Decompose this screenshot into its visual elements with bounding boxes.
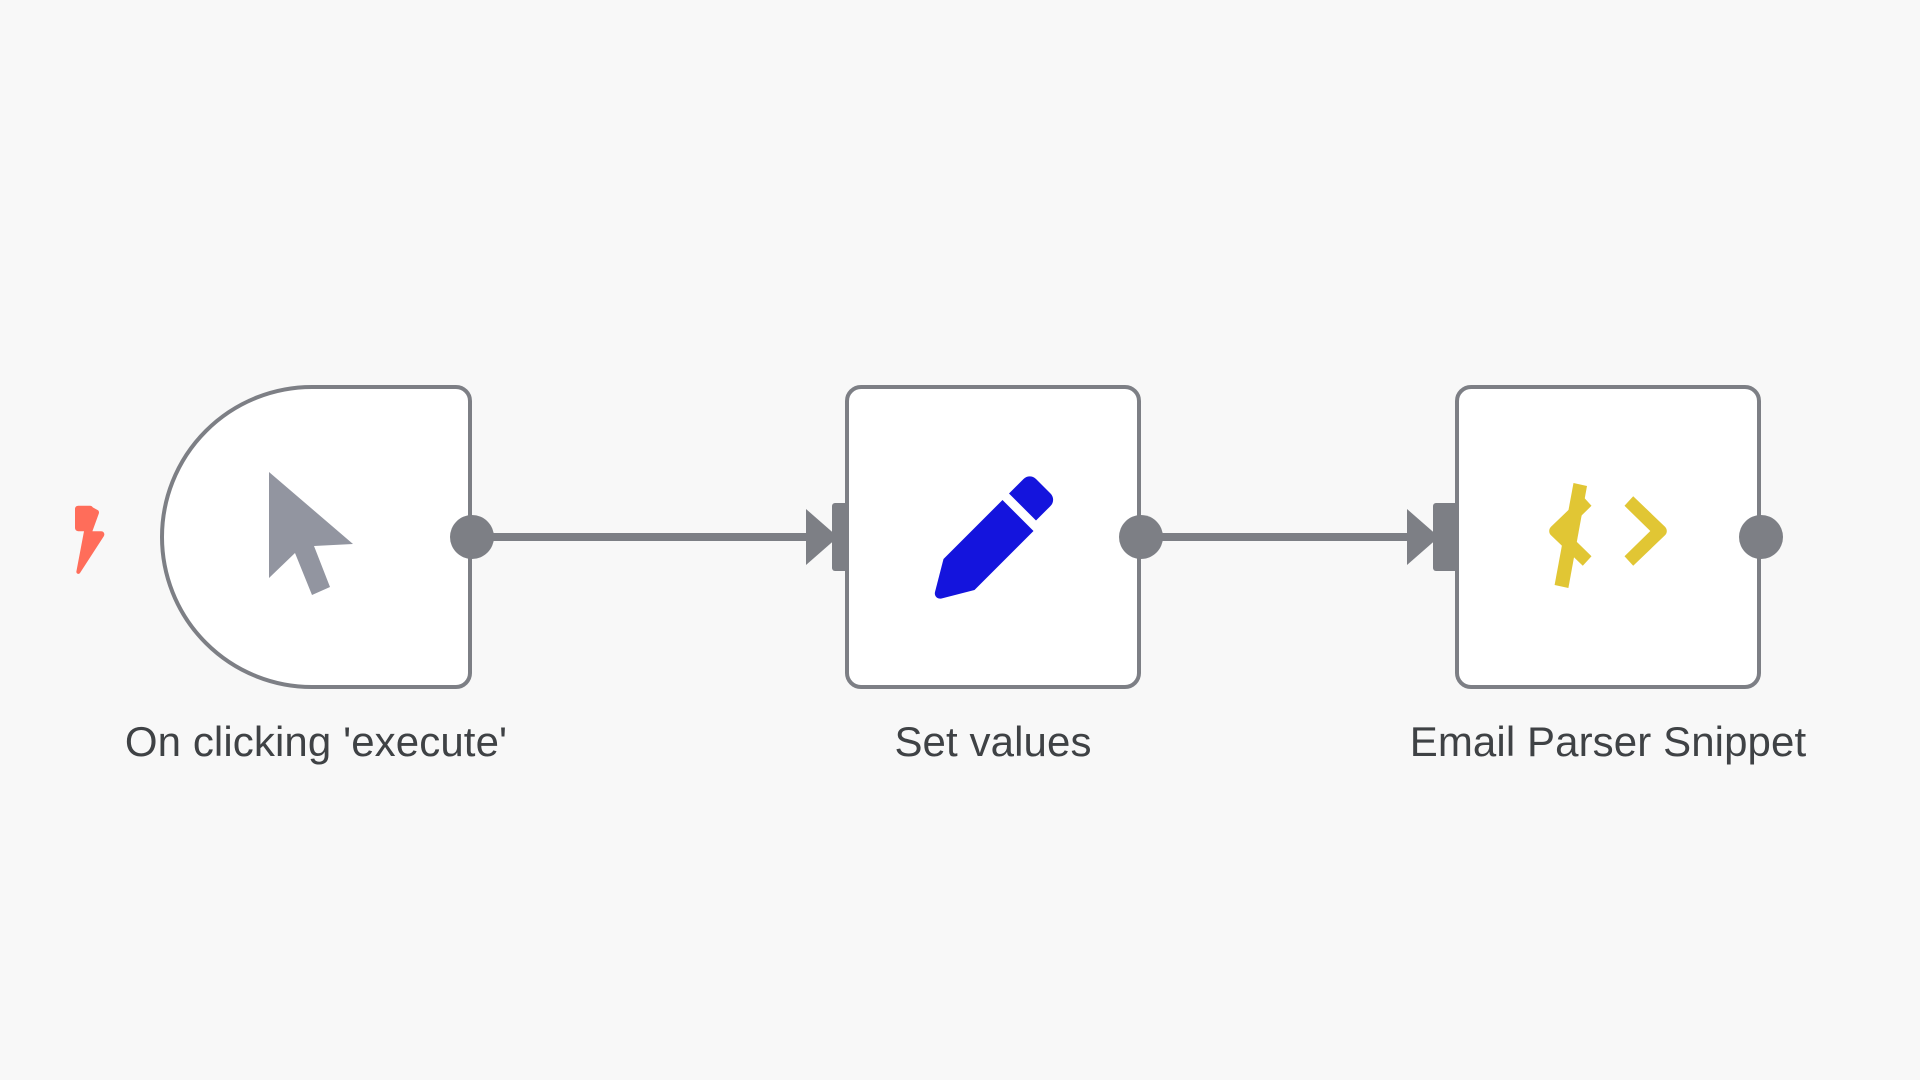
code-brackets-icon: [1542, 477, 1674, 597]
node-set-values[interactable]: [845, 385, 1141, 689]
node-email-parser-snippet[interactable]: [1455, 385, 1761, 689]
lightning-bolt-icon: [66, 505, 114, 577]
connection-set-to-code[interactable]: [1141, 533, 1421, 541]
output-port-email-parser-snippet[interactable]: [1739, 515, 1783, 559]
node-manual-trigger[interactable]: [160, 385, 472, 689]
input-port-email-parser-snippet[interactable]: [1433, 503, 1459, 571]
node-label-set-values: Set values: [894, 718, 1092, 765]
connection-trigger-to-set[interactable]: [472, 533, 820, 541]
node-label-email-parser-snippet: Email Parser Snippet: [1409, 718, 1807, 765]
mouse-pointer-icon: [257, 468, 375, 606]
node-label-manual-trigger: On clicking 'execute': [124, 718, 508, 765]
pencil-icon: [928, 472, 1058, 602]
